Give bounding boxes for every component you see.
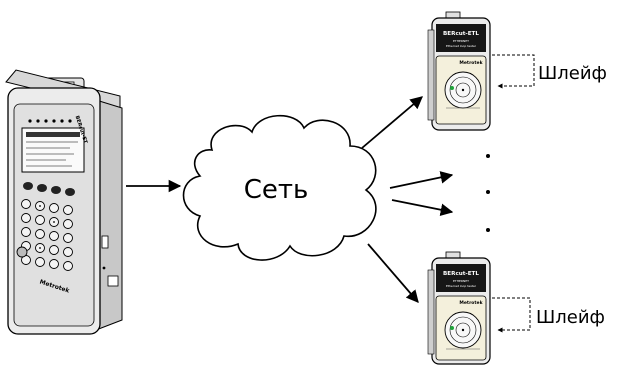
remote-top-model: BERcut-ETL	[443, 31, 479, 37]
remote-device-top: BERcut-ETL ETHERNET Ethernet loop tester…	[427, 11, 491, 131]
arrow-network-to-remote-bottom	[367, 243, 419, 303]
arrow-network-to-middle-1	[389, 171, 454, 189]
led-row	[28, 119, 72, 123]
arrow-network-to-remote-top	[361, 96, 423, 149]
remote-device-bottom: BERcut-ETL ETHERNET Ethernet loop tester…	[427, 251, 491, 365]
arrow-network-to-middle-2	[391, 199, 454, 216]
loop-indicator-bottom: Шлейф	[492, 297, 605, 333]
network-cloud: Сеть	[182, 114, 377, 261]
connection-arrows	[126, 96, 454, 303]
keypad	[21, 199, 73, 271]
remote-bottom-model: BERcut-ETL	[443, 271, 479, 277]
loop-label-bottom: Шлейф	[536, 307, 605, 328]
remote-top-subtitle-1: ETHERNET	[453, 39, 469, 43]
loop-label-top: Шлейф	[538, 63, 607, 84]
remote-bottom-status-led	[450, 326, 454, 330]
remote-bottom-subtitle-1: ETHERNET	[453, 279, 469, 283]
network-label: Сеть	[244, 175, 309, 205]
remote-top-brand: Metrotek	[459, 60, 483, 66]
loop-indicator-top: Шлейф	[492, 54, 607, 89]
remote-top-subtitle-2: Ethernet loop tester	[446, 44, 477, 48]
remote-bottom-brand: Metrotek	[459, 300, 483, 306]
main-tester-device: Metrotek BERcut-ET	[5, 69, 123, 335]
more-devices-ellipsis	[486, 154, 490, 232]
power-button	[16, 246, 28, 258]
remote-top-status-led	[450, 86, 454, 90]
function-keys	[23, 182, 75, 196]
remote-bottom-subtitle-2: Ethernet loop tester	[446, 284, 477, 288]
